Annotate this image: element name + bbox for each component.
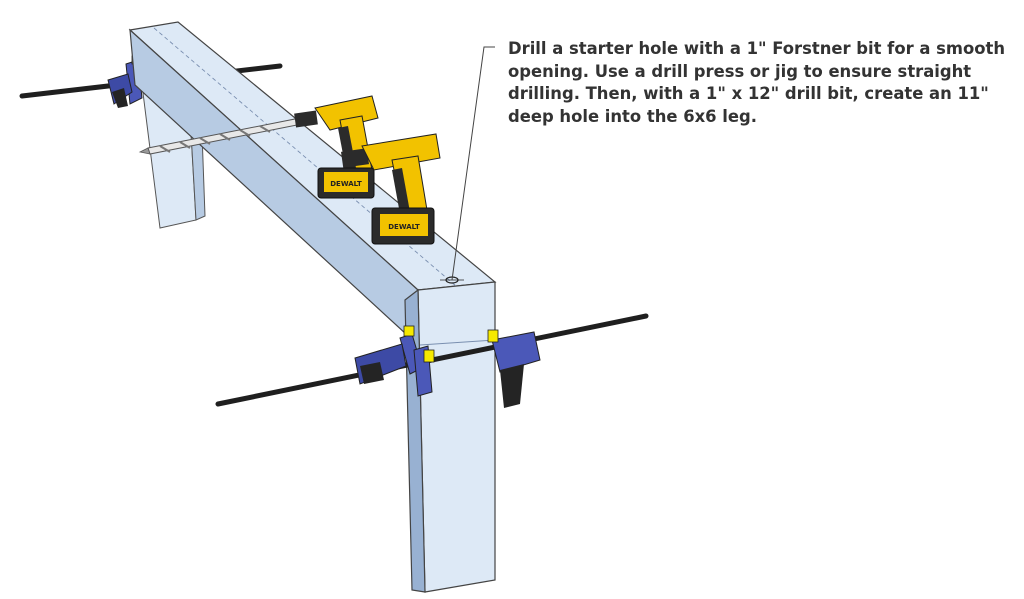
second-drill: DEWALT — [341, 133, 441, 245]
battery-brand-label: DEWALT — [330, 180, 362, 188]
callout-leader — [451, 46, 495, 281]
battery-brand-label-2: DEWALT — [388, 223, 420, 231]
callout-instructions: Drill a starter hole with a 1" Forstner … — [508, 39, 1005, 126]
drill-with-auger-bit: DEWALT — [138, 95, 379, 199]
front-right-clamp — [413, 329, 541, 408]
front-leg — [404, 281, 496, 593]
